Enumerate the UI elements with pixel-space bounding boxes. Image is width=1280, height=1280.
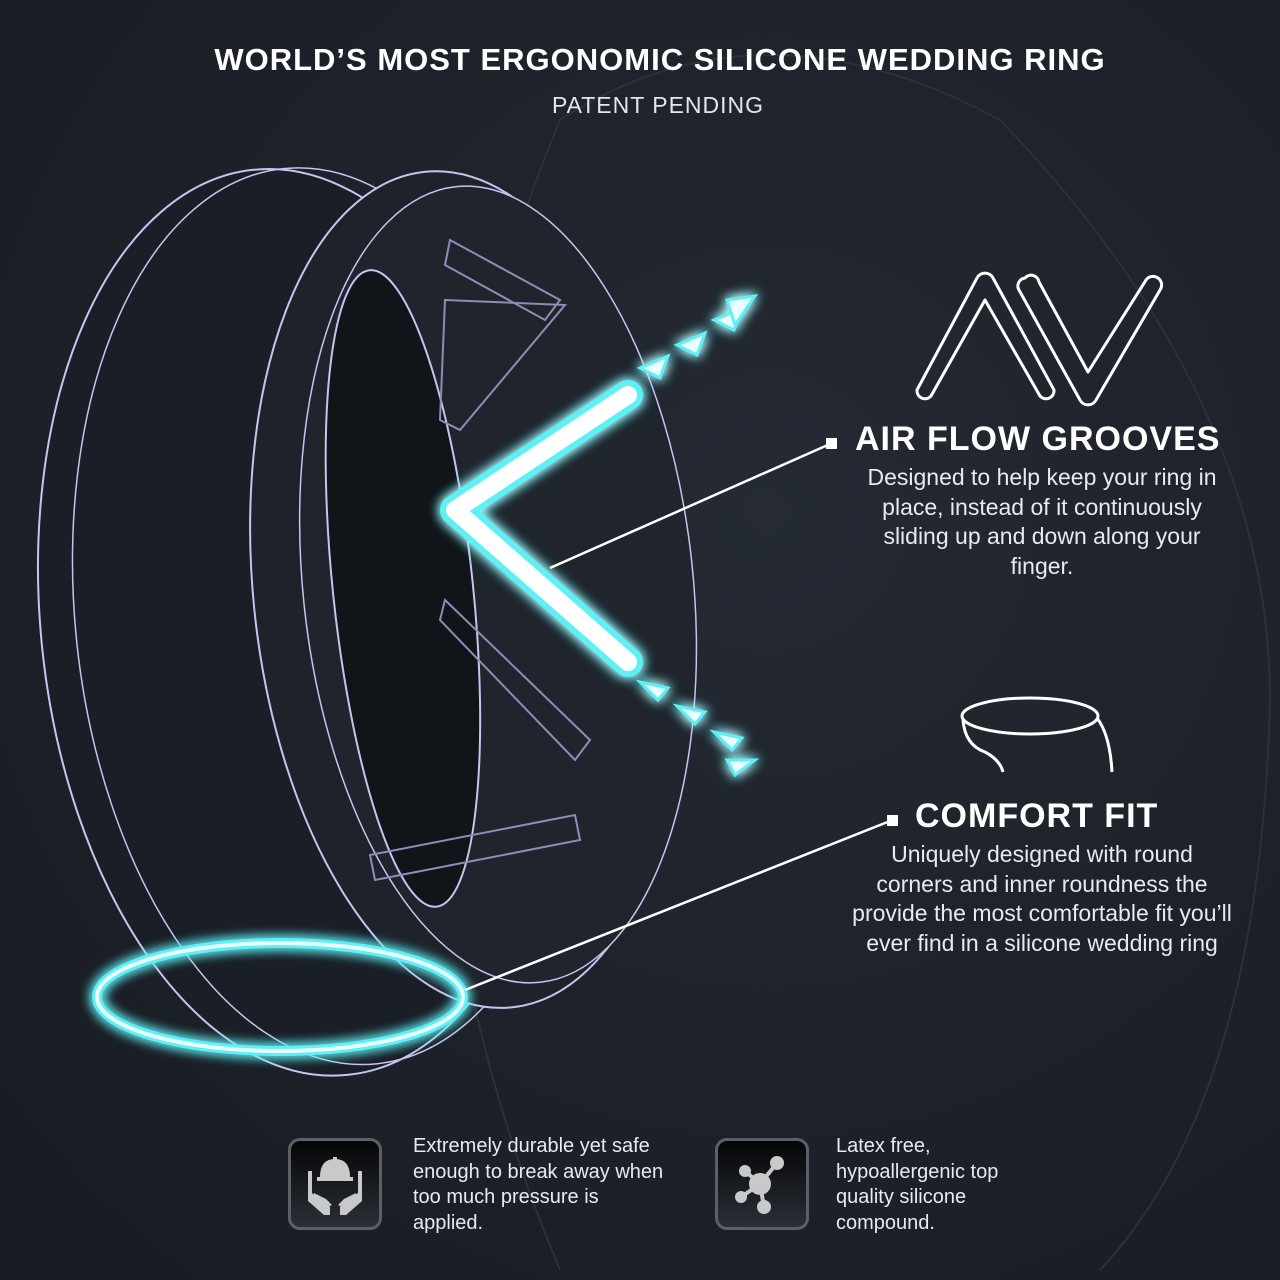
- comfort-fit-icon: [960, 696, 1114, 773]
- latex-free-text: Latex free, hypoallergenic top quality s…: [836, 1135, 999, 1234]
- ring-body: [36, 167, 698, 1077]
- page-title: WORLD’S MOST ERGONOMIC SILICONE WEDDING …: [214, 42, 1106, 77]
- air-flow-grooves-icon: [915, 271, 1164, 407]
- inner-grooves: [368, 238, 592, 882]
- durability-text: Extremely durable yet safe enough to bre…: [413, 1135, 664, 1234]
- leader-line-air-flow: [549, 442, 831, 570]
- leader-line-comfort-fit: [464, 819, 891, 992]
- hands-hardhat-icon: [308, 1157, 362, 1215]
- feature-desc-comfort-fit: Uniquely designed with round corners and…: [852, 841, 1232, 956]
- latex-free-badge: [715, 1138, 809, 1230]
- molecule-icon: [735, 1156, 784, 1214]
- leader-dot-air-flow: [826, 438, 837, 449]
- page-subtitle: PATENT PENDING: [551, 92, 765, 118]
- air-flow-groove-highlight: [440, 294, 760, 778]
- airflow-arrows: [635, 294, 760, 778]
- feature-title-air-flow: AIR FLOW GROOVES: [855, 420, 1221, 458]
- durability-badge: [288, 1138, 382, 1230]
- feature-title-comfort-fit: COMFORT FIT: [915, 797, 1159, 835]
- leader-dot-comfort-fit: [887, 815, 898, 826]
- feature-desc-air-flow: Designed to help keep your ring in place…: [867, 464, 1217, 579]
